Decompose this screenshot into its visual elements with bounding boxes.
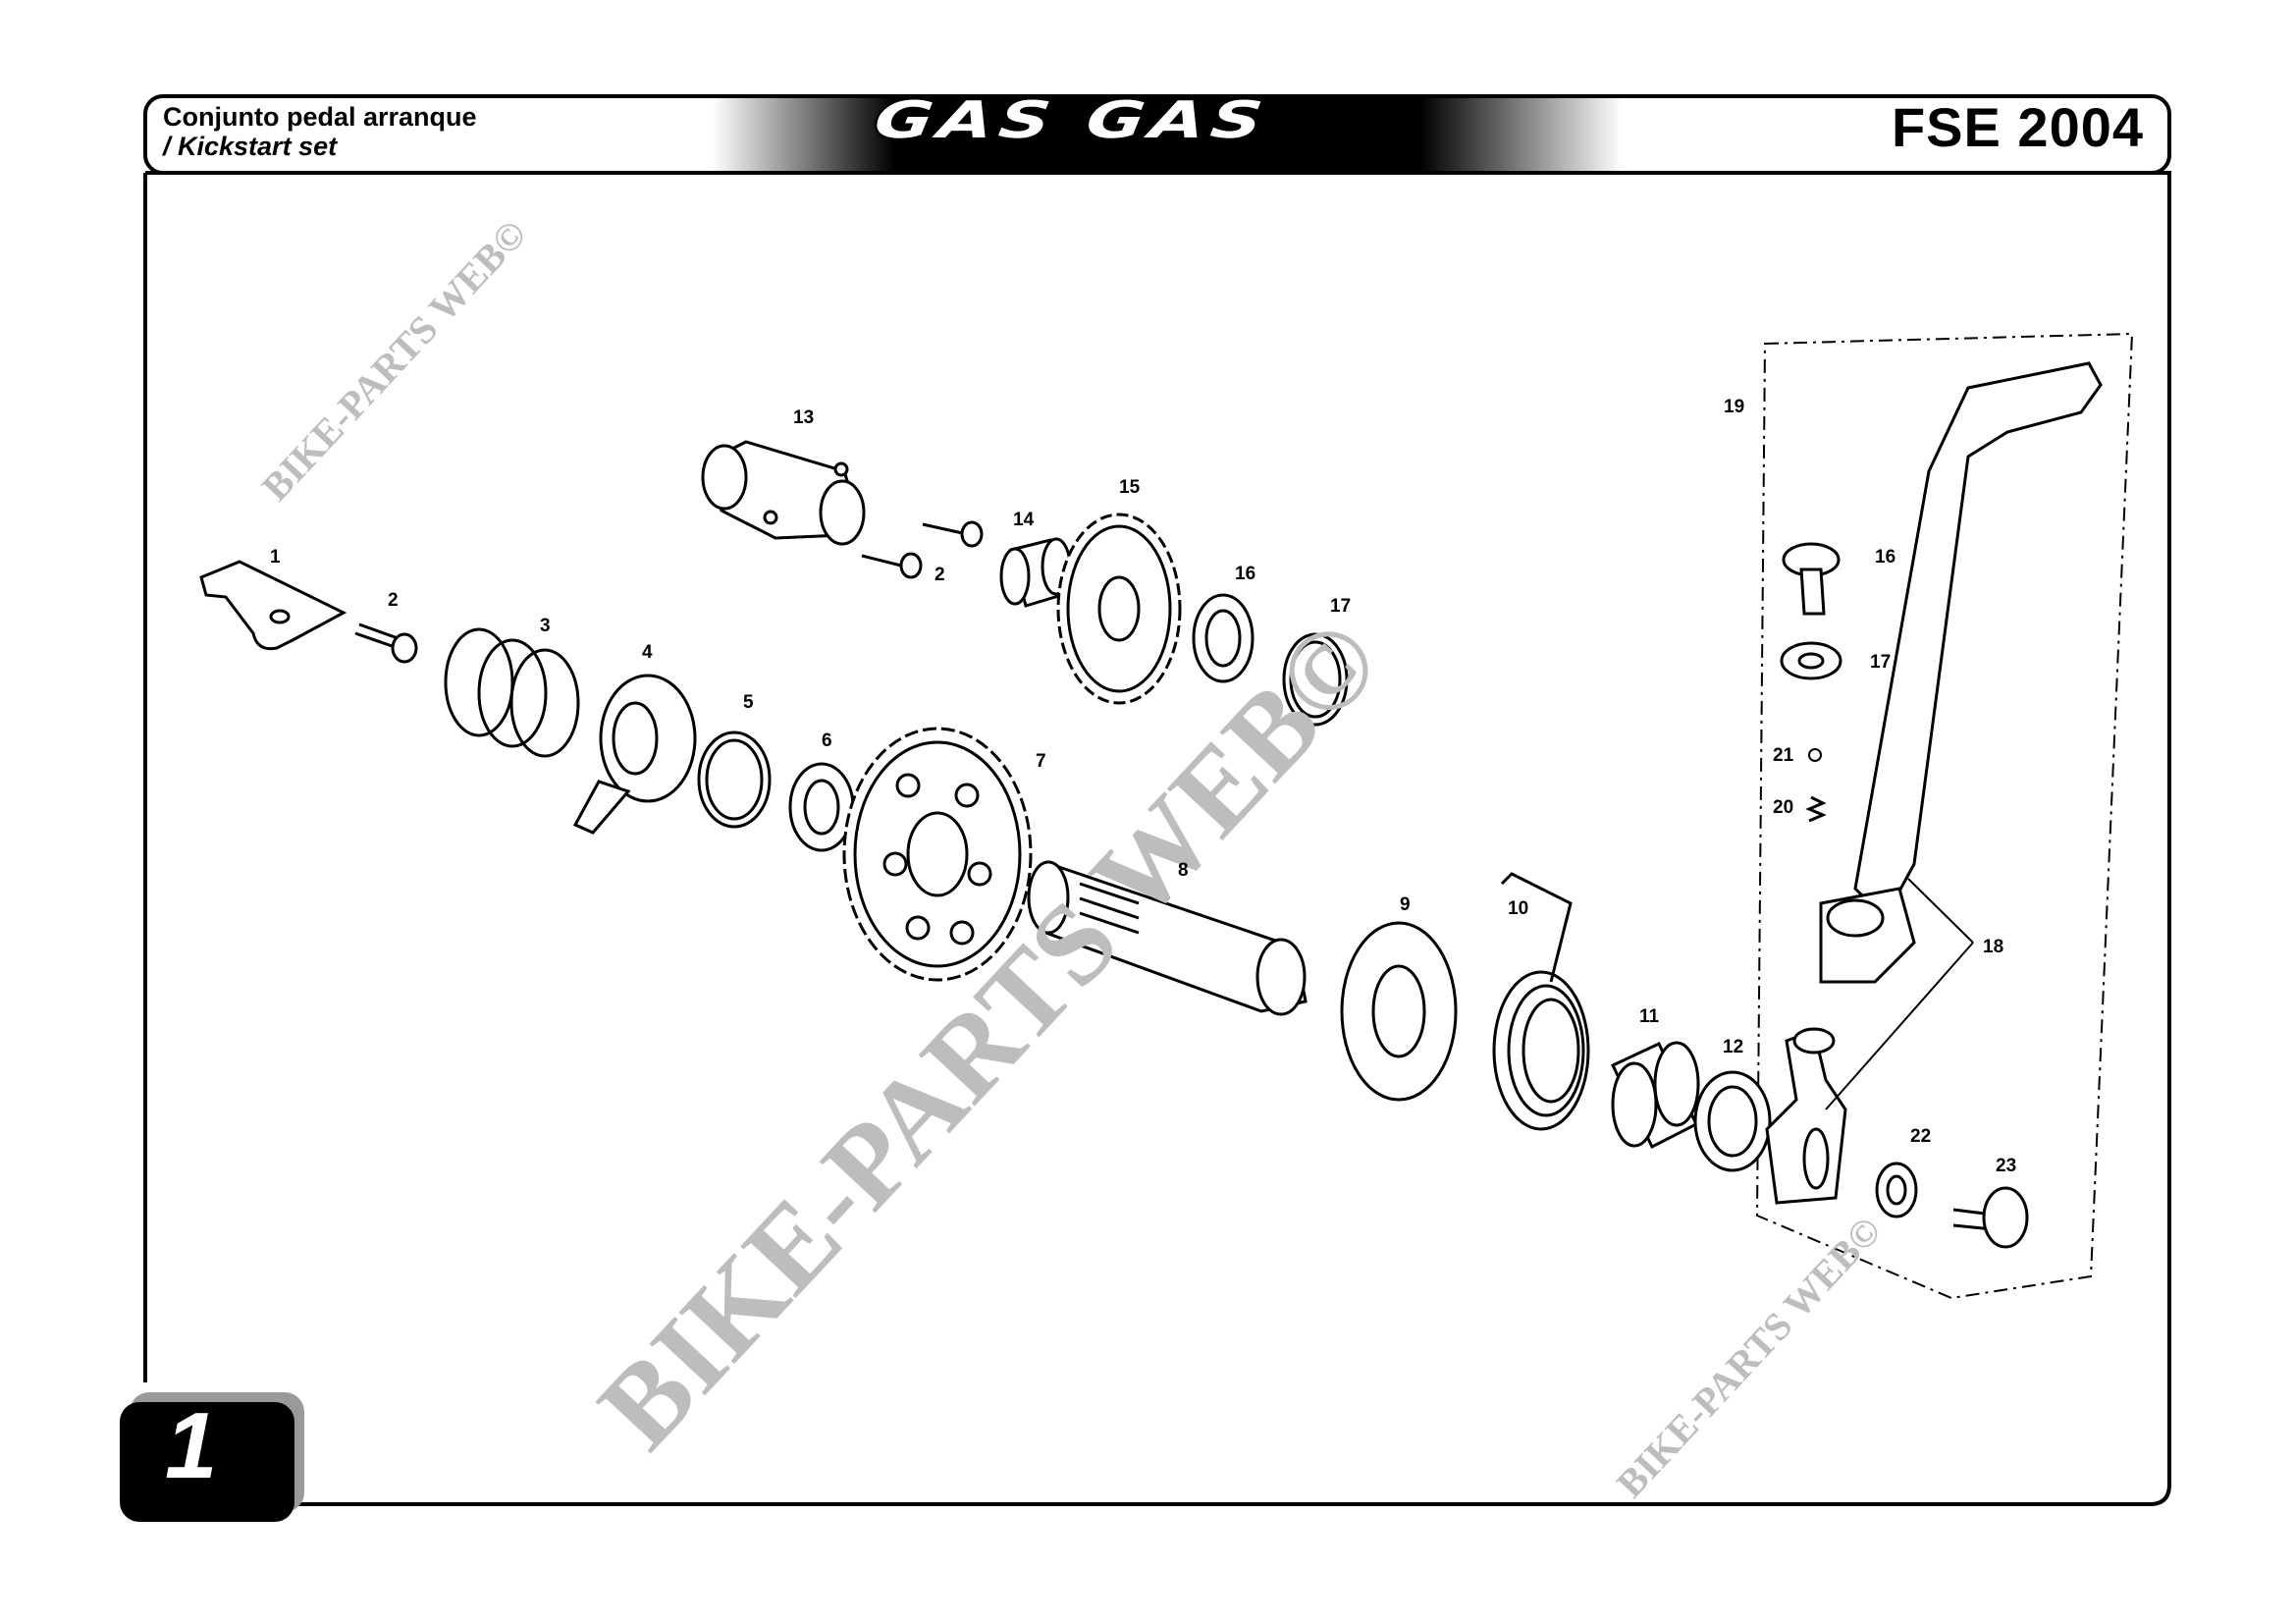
- part-17-lever-washer: [1780, 641, 1842, 680]
- part-16-lever-bolt: [1782, 542, 1841, 616]
- label-part-8: 8: [1178, 860, 1189, 881]
- label-part-17-lever: 17: [1870, 652, 1892, 673]
- part-8-shaft: [1027, 860, 1308, 1016]
- label-part-1: 1: [270, 547, 281, 568]
- part-19-lever: [1819, 361, 2103, 984]
- part-1-stopper: [199, 560, 347, 651]
- part-20-spring: [1805, 795, 1827, 823]
- part-21-ball: [1808, 748, 1822, 762]
- label-part-4: 4: [642, 642, 653, 663]
- label-part-11: 11: [1639, 1006, 1660, 1027]
- label-part-16: 16: [1235, 564, 1256, 584]
- part-4-ratchet: [572, 674, 697, 835]
- label-part-22: 22: [1910, 1126, 1932, 1147]
- label-part-17: 17: [1330, 596, 1352, 617]
- title-english: / Kickstart set: [163, 132, 338, 161]
- label-part-21: 21: [1773, 745, 1794, 766]
- label-part-7: 7: [1036, 751, 1046, 772]
- label-part-12: 12: [1723, 1037, 1744, 1057]
- part-7-gear: [842, 727, 1033, 982]
- model-name: FSE 2004: [1891, 96, 2144, 158]
- label-part-2: 2: [388, 590, 399, 611]
- label-part-15: 15: [1119, 477, 1141, 498]
- part-16-washer: [1192, 593, 1255, 683]
- label-part-23: 23: [1996, 1156, 2017, 1176]
- brand-logo: GAS GAS: [869, 88, 1274, 152]
- part-18-leaders: [1825, 878, 1974, 1110]
- header-band: [143, 94, 2171, 175]
- part-5-circlip: [697, 730, 772, 829]
- label-part-6: 6: [822, 730, 832, 751]
- part-2-upper-bolts: [861, 520, 984, 579]
- page-tab: [120, 1402, 294, 1522]
- title-spanish: Conjunto pedal arranque: [163, 102, 477, 132]
- label-part-2-upper: 2: [934, 565, 945, 585]
- part-6-washer: [788, 762, 855, 852]
- lever-group-outline: [1755, 332, 2134, 1300]
- label-part-16-lever: 16: [1875, 547, 1896, 568]
- part-11-sleeve: [1610, 1041, 1700, 1150]
- label-part-18: 18: [1983, 937, 2004, 957]
- part-3-spring: [444, 627, 580, 758]
- label-part-3: 3: [540, 616, 551, 636]
- label-part-13: 13: [793, 407, 815, 428]
- part-10-spring: [1492, 872, 1590, 1131]
- label-part-20: 20: [1773, 797, 1794, 818]
- part-15-gear: [1056, 513, 1182, 705]
- part-2-bolt: [354, 622, 418, 664]
- label-part-9: 9: [1400, 894, 1411, 915]
- part-17-circlip: [1282, 632, 1349, 727]
- label-part-14: 14: [1013, 510, 1035, 530]
- part-22-washer: [1875, 1162, 1918, 1218]
- page-number: 1: [165, 1393, 218, 1498]
- label-part-5: 5: [743, 692, 754, 713]
- label-part-19: 19: [1724, 397, 1745, 417]
- label-part-10: 10: [1508, 898, 1529, 919]
- part-12-seal: [1693, 1070, 1772, 1172]
- frame-border: [143, 171, 2171, 1506]
- part-9-washer: [1340, 921, 1458, 1102]
- part-18-base: [1765, 1027, 1847, 1205]
- part-23-bolt: [1952, 1186, 2029, 1249]
- part-13-guide: [701, 440, 866, 546]
